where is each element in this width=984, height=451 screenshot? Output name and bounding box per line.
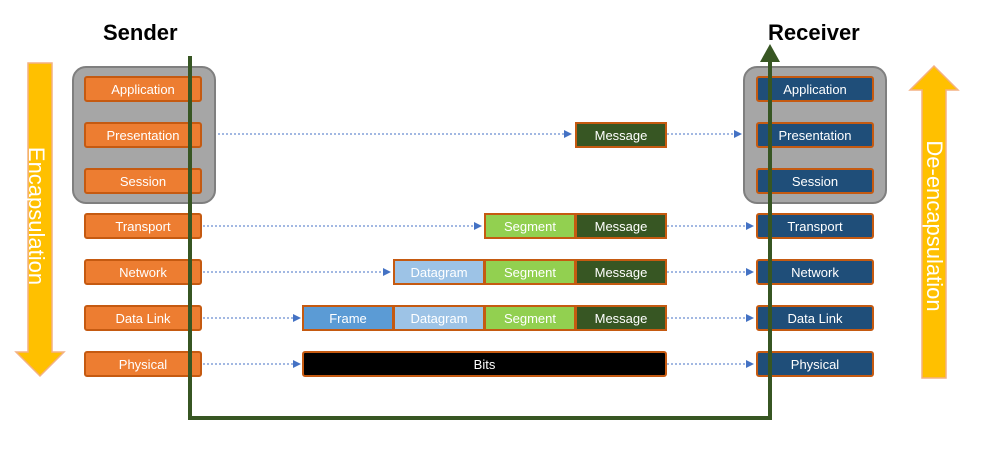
- receiver-layer-transport: Transport: [756, 213, 874, 239]
- sender-layer-network: Network: [84, 259, 202, 285]
- sender-layer-presentation: Presentation: [84, 122, 202, 148]
- pdu-message-presentation: Message: [575, 122, 667, 148]
- receiver-layer-session: Session: [756, 168, 874, 194]
- receiver-layer-data-link: Data Link: [756, 305, 874, 331]
- encapsulation-arrow: [14, 62, 66, 378]
- de-encapsulation-arrow: [908, 64, 960, 379]
- receiver-layer-network: Network: [756, 259, 874, 285]
- receiver-layer-application: Application: [756, 76, 874, 102]
- pdu-message-datalink: Message: [575, 305, 667, 331]
- sender-layer-application: Application: [84, 76, 202, 102]
- sender-layer-transport: Transport: [84, 213, 202, 239]
- pdu-message-transport: Message: [575, 213, 667, 239]
- data-path-arrowhead: [760, 44, 780, 62]
- sender-layer-physical: Physical: [84, 351, 202, 377]
- pdu-segment-network: Segment: [484, 259, 576, 285]
- sender-layer-data-link: Data Link: [84, 305, 202, 331]
- pdu-bits-physical: Bits: [302, 351, 667, 377]
- pdu-message-network: Message: [575, 259, 667, 285]
- pdu-datagram-datalink: Datagram: [393, 305, 485, 331]
- pdu-segment-datalink: Segment: [484, 305, 576, 331]
- receiver-layer-presentation: Presentation: [756, 122, 874, 148]
- dotted-connectors: [203, 130, 754, 368]
- receiver-title: Receiver: [768, 20, 860, 45]
- data-path-line: [188, 56, 772, 420]
- pdu-segment-transport: Segment: [484, 213, 576, 239]
- receiver-layer-physical: Physical: [756, 351, 874, 377]
- sender-layer-session: Session: [84, 168, 202, 194]
- sender-title: Sender: [103, 20, 178, 45]
